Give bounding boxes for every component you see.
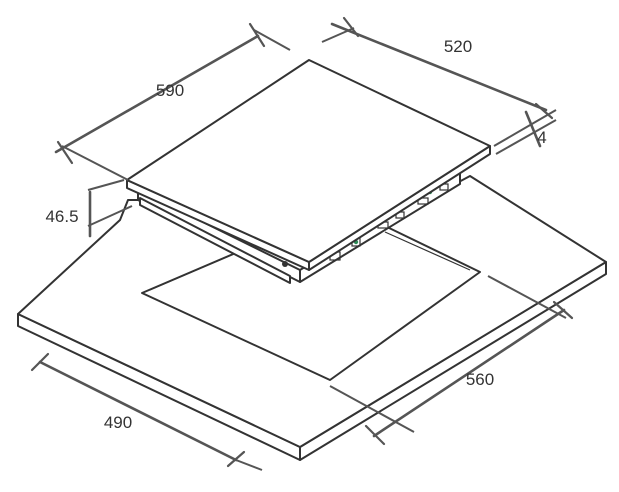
- dimension-560: 560: [329, 275, 574, 446]
- dim-ext-490: [235, 459, 263, 471]
- dim-ext-4-a: [493, 109, 557, 147]
- dim-ext-560-b: [329, 385, 415, 433]
- dim-line-490: [38, 360, 238, 462]
- dimension-490: 490: [30, 352, 263, 471]
- label-46-5: 46.5: [45, 207, 78, 226]
- label-590: 590: [156, 81, 184, 100]
- dim-ext-46-5-a: [87, 179, 125, 191]
- dim-tick-590-a: [56, 140, 74, 165]
- label-4: 4: [537, 128, 546, 147]
- label-490: 490: [104, 413, 132, 432]
- cutout-inner-edge-right: [384, 231, 471, 271]
- dimension-590: 590: [54, 22, 291, 181]
- dim-tick-520-a: [342, 16, 360, 38]
- dim-tick-490-b: [226, 450, 246, 468]
- fixing-screw: [282, 261, 288, 267]
- dimension-4: 4: [493, 109, 557, 155]
- dim-tick-560-a: [364, 424, 386, 446]
- dim-ext-520-a: [321, 27, 355, 43]
- dimension-520: 520: [321, 16, 554, 120]
- dimension-46-5: 46.5: [45, 179, 133, 238]
- dim-tick-560-b: [552, 300, 574, 320]
- label-520: 520: [444, 37, 472, 56]
- label-560: 560: [466, 370, 494, 389]
- dim-ext-46-5-b: [87, 205, 133, 227]
- hob-glass: [126, 59, 491, 271]
- dim-tick-590-b: [248, 22, 266, 48]
- glass-top-face: [126, 59, 491, 263]
- dim-ext-560-a: [487, 275, 567, 319]
- dim-line-590: [54, 34, 260, 154]
- dim-tick-520-b: [534, 102, 554, 120]
- dim-line-560: [372, 308, 566, 438]
- dim-ext-590-b: [253, 29, 291, 51]
- dim-tick-490-a: [30, 352, 50, 372]
- dim-ext-590-a: [61, 145, 129, 181]
- dim-ext-4-b: [495, 119, 557, 155]
- dim-line-520: [330, 22, 548, 112]
- hob-body-strip: [139, 197, 291, 284]
- dim-line-4: [524, 110, 542, 148]
